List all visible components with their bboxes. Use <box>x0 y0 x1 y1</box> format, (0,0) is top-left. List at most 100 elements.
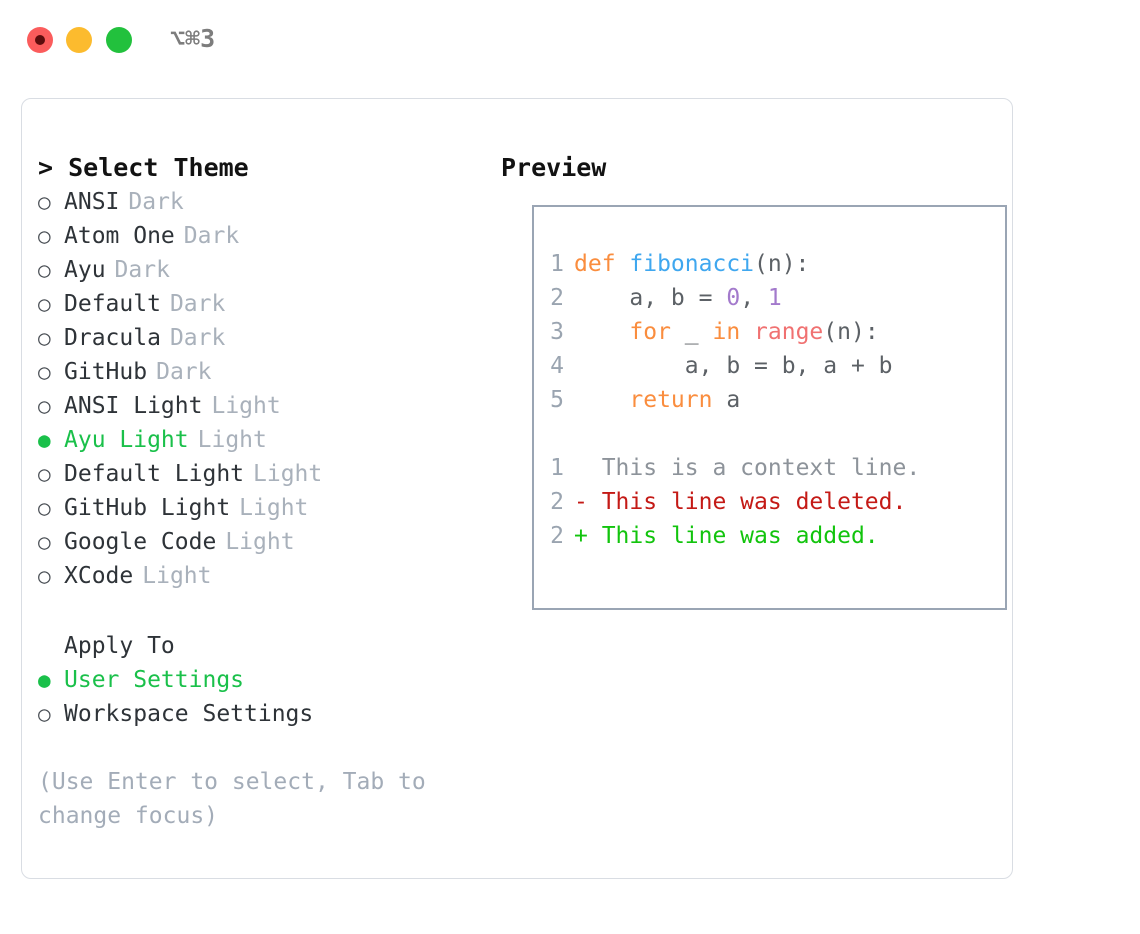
code-token: a, b = <box>574 285 727 311</box>
theme-kind-badge: Dark <box>169 291 226 317</box>
radio-unselected-icon[interactable]: ○ <box>38 224 51 248</box>
theme-kind-badge: Light <box>197 427 267 453</box>
theme-option-label: Default <box>64 291 161 317</box>
theme-option-row[interactable]: ○ GitHub Light Light <box>38 491 478 525</box>
theme-option-label: Google Code <box>64 529 217 555</box>
line-number: 3 <box>550 319 564 345</box>
titlebar: ⌥⌘3 <box>0 0 1140 78</box>
code-token: def <box>574 251 630 277</box>
code-token: _ <box>684 319 713 345</box>
keyboard-hint: (Use Enter to select, Tab to change focu… <box>38 769 426 829</box>
radio-unselected-icon[interactable]: ○ <box>38 292 51 316</box>
theme-kind-badge: Dark <box>114 257 170 283</box>
line-number: 5 <box>550 387 564 413</box>
diff-text: This line was added. <box>601 523 879 549</box>
diff-text: This line was deleted. <box>601 489 907 515</box>
theme-kind-badge: Light <box>253 461 323 487</box>
radio-unselected-icon[interactable]: ○ <box>38 360 51 384</box>
theme-option-label: GitHub <box>64 359 148 385</box>
code-token: , <box>740 285 768 311</box>
line-number: 2 <box>550 285 564 311</box>
theme-option-row[interactable]: ○ Default Light Light <box>38 457 478 491</box>
code-token: a <box>726 387 741 413</box>
radio-unselected-icon[interactable]: ○ <box>38 496 51 520</box>
code-blank-line <box>550 417 920 451</box>
radio-unselected-icon[interactable]: ○ <box>38 190 51 214</box>
code-token: range <box>754 319 824 345</box>
diff-sign: + <box>574 523 602 549</box>
line-number: 4 <box>550 353 564 379</box>
apply-to-option-label: Workspace Settings <box>64 701 314 727</box>
theme-option-row[interactable]: ● Ayu Light Light <box>38 423 478 457</box>
theme-option-row[interactable]: ○ Ayu Dark <box>38 253 478 287</box>
diff-sign: - <box>574 489 602 515</box>
radio-selected-icon[interactable]: ● <box>38 668 51 692</box>
apply-to-list[interactable]: ● User Settings ○ Workspace Settings <box>38 663 478 731</box>
code-token: 1 <box>767 285 782 311</box>
theme-option-row[interactable]: ○ GitHub Dark <box>38 355 478 389</box>
theme-option-label: Default Light <box>64 461 245 487</box>
diff-line: 1 This is a context line. <box>550 451 920 485</box>
theme-kind-badge: Light <box>211 393 281 419</box>
code-token: (n): <box>754 251 810 277</box>
radio-unselected-icon[interactable]: ○ <box>38 258 51 282</box>
line-number: 1 <box>550 455 564 481</box>
theme-option-row[interactable]: ○ Atom One Dark <box>38 219 478 253</box>
radio-unselected-icon[interactable]: ○ <box>38 564 51 588</box>
theme-option-row[interactable]: ○ ANSI Dark <box>38 185 478 219</box>
select-theme-heading: > Select Theme <box>38 153 249 182</box>
theme-option-label: Ayu <box>64 257 106 283</box>
radio-unselected-icon[interactable]: ○ <box>38 394 51 418</box>
diff-sign <box>574 455 602 481</box>
radio-unselected-icon[interactable]: ○ <box>38 702 51 726</box>
radio-unselected-icon[interactable]: ○ <box>38 326 51 350</box>
theme-kind-badge: Light <box>239 495 309 521</box>
theme-option-label: ANSI <box>64 189 120 215</box>
theme-kind-badge: Dark <box>128 189 184 215</box>
preview-heading: Preview <box>501 153 607 182</box>
apply-to-option-row[interactable]: ● User Settings <box>38 663 478 697</box>
code-token: 0 <box>726 285 741 311</box>
theme-kind-badge: Dark <box>183 223 240 249</box>
close-button[interactable] <box>27 27 53 53</box>
code-token: for <box>574 319 685 345</box>
code-line: 2 a, b = 0, 1 <box>550 281 920 315</box>
diff-text: This is a context line. <box>601 455 921 481</box>
radio-unselected-icon[interactable]: ○ <box>38 530 51 554</box>
theme-kind-badge: Light <box>142 563 212 589</box>
theme-option-row[interactable]: ○ Default Dark <box>38 287 478 321</box>
minimize-button[interactable] <box>66 27 92 53</box>
line-number: 2 <box>550 489 564 515</box>
theme-option-label: Atom One <box>64 223 175 249</box>
keyboard-shortcut-label: ⌥⌘3 <box>170 24 216 53</box>
maximize-button[interactable] <box>106 27 132 53</box>
theme-kind-badge: Dark <box>169 325 226 351</box>
theme-option-row[interactable]: ○ Google Code Light <box>38 525 478 559</box>
code-token: fibonacci <box>629 251 755 277</box>
theme-option-label: ANSI Light <box>64 393 203 419</box>
apply-to-option-label: User Settings <box>64 667 245 693</box>
radio-unselected-icon[interactable]: ○ <box>38 462 51 486</box>
radio-selected-icon[interactable]: ● <box>38 428 51 452</box>
apply-to-option-row[interactable]: ○ Workspace Settings <box>38 697 478 731</box>
code-line: 5 return a <box>550 383 920 417</box>
code-token: (n): <box>823 319 879 345</box>
theme-option-label: GitHub Light <box>64 495 231 521</box>
code-token: in <box>712 319 755 345</box>
theme-option-label: Ayu Light <box>64 427 189 453</box>
section-spacer <box>38 593 478 629</box>
theme-kind-badge: Light <box>225 529 295 555</box>
code-token: a, b = b, a + b <box>574 353 893 379</box>
theme-kind-badge: Dark <box>156 359 212 385</box>
theme-option-row[interactable]: ○ ANSI Light Light <box>38 389 478 423</box>
